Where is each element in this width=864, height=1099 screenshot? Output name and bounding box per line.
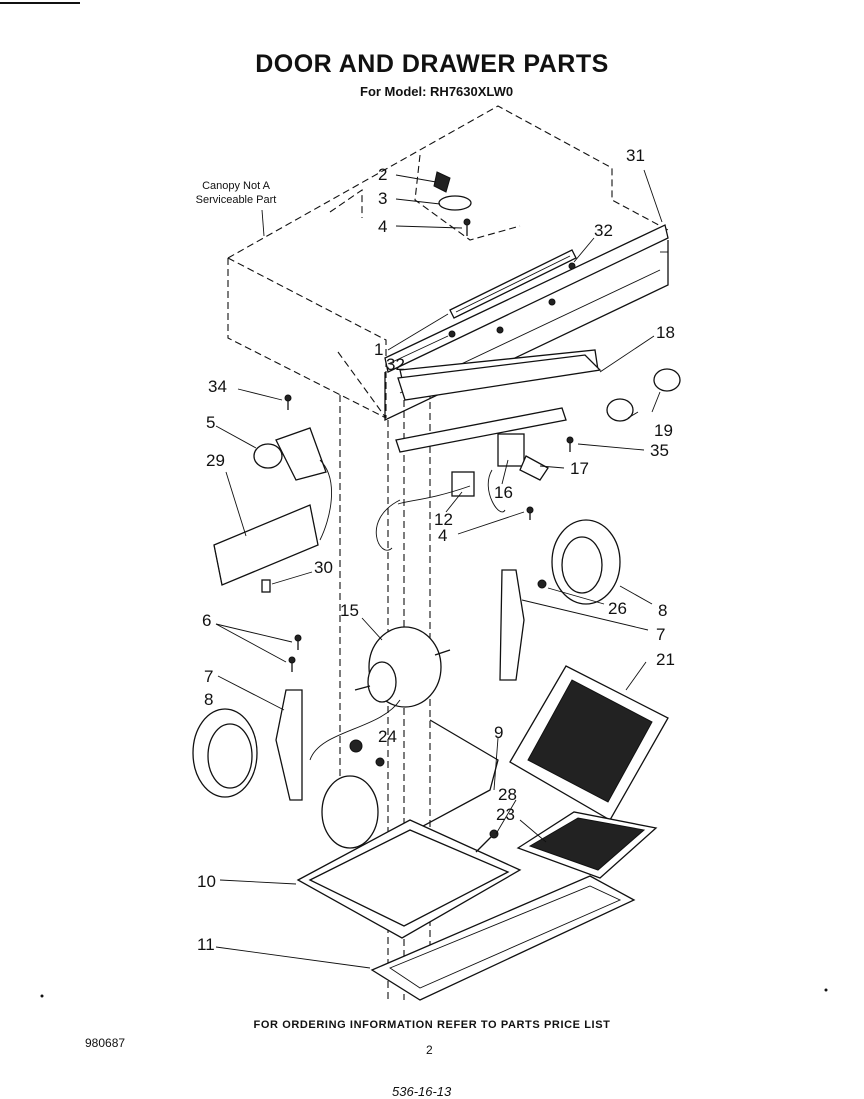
- callout-26: 26: [608, 599, 627, 618]
- page-number: 2: [426, 1043, 433, 1057]
- canopy-note-line1: Canopy Not A: [202, 180, 270, 192]
- callout-12: 12: [434, 510, 453, 529]
- callout-7-left: 7: [204, 667, 213, 686]
- page-title: DOOR AND DRAWER PARTS: [255, 50, 609, 78]
- callout-15: 15: [340, 601, 359, 620]
- lamp-cover: [213, 504, 319, 593]
- grille: [370, 875, 636, 1001]
- canopy-note-line2: Serviceable Part: [195, 194, 277, 206]
- grease-filter: [509, 665, 669, 821]
- vent-slot: [449, 249, 577, 319]
- callout-labels: 1 2 3 4 4 5 6 7 7 8 8 9 10 11 12 15 16 1…: [197, 146, 675, 954]
- fan-housing: [321, 719, 499, 861]
- callout-18: 18: [656, 323, 675, 342]
- canopy-note: Canopy Not A Serviceable Part: [186, 179, 286, 207]
- charcoal-filter: [516, 811, 658, 879]
- fan-motor: [309, 626, 451, 761]
- callout-34: 34: [208, 377, 227, 396]
- callout-19: 19: [654, 421, 673, 440]
- callout-11: 11: [197, 935, 215, 954]
- callout-24: 24: [378, 727, 397, 746]
- mounting-bracket-right: [499, 569, 525, 681]
- switches: [375, 433, 549, 551]
- callout-1: 1: [374, 340, 383, 359]
- callout-5: 5: [206, 413, 215, 432]
- callout-9: 9: [494, 723, 503, 742]
- callout-10: 10: [197, 872, 216, 891]
- mounting-bracket-left: [275, 689, 303, 801]
- ordering-info: FOR ORDERING INFORMATION REFER TO PARTS …: [253, 1019, 611, 1031]
- callout-23: 23: [496, 805, 515, 824]
- callout-4-mid: 4: [438, 526, 447, 545]
- callout-16: 16: [494, 483, 513, 502]
- callout-30: 30: [314, 558, 333, 577]
- screws: [284, 394, 574, 767]
- callout-21: 21: [656, 650, 675, 669]
- callout-31: 31: [626, 146, 645, 165]
- blower-wheel-right: [537, 519, 621, 605]
- scan-dot-left: [40, 994, 44, 998]
- callout-2: 2: [378, 165, 387, 184]
- callout-8-right: 8: [658, 601, 667, 620]
- filter-screw: [475, 829, 499, 853]
- top-edge-line: [0, 2, 80, 4]
- callout-32-bottom: 32: [386, 355, 405, 374]
- lamp-socket-assembly: [433, 171, 472, 236]
- lamp-socket-5: [253, 427, 332, 541]
- callout-28: 28: [498, 785, 517, 804]
- model-subtitle: For Model: RH7630XLW0: [360, 84, 514, 99]
- drawer: [296, 819, 522, 939]
- callout-35: 35: [650, 441, 669, 460]
- buttons-and-knobs: [448, 262, 681, 422]
- callout-17: 17: [570, 459, 589, 478]
- callout-4-top: 4: [378, 217, 387, 236]
- callout-7-right: 7: [656, 625, 665, 644]
- switch-bracket: [395, 354, 602, 453]
- callout-3: 3: [378, 189, 387, 208]
- handwritten-note: 536-16-13: [392, 1084, 452, 1099]
- document-number: 980687: [85, 1036, 126, 1050]
- blower-wheel-left: [192, 708, 258, 798]
- scan-dot-right: [824, 988, 828, 992]
- callout-6: 6: [202, 611, 211, 630]
- leader-lines: [215, 169, 663, 969]
- callout-29: 29: [206, 451, 225, 470]
- callout-32-top: 32: [594, 221, 613, 240]
- callout-8-left: 8: [204, 690, 213, 709]
